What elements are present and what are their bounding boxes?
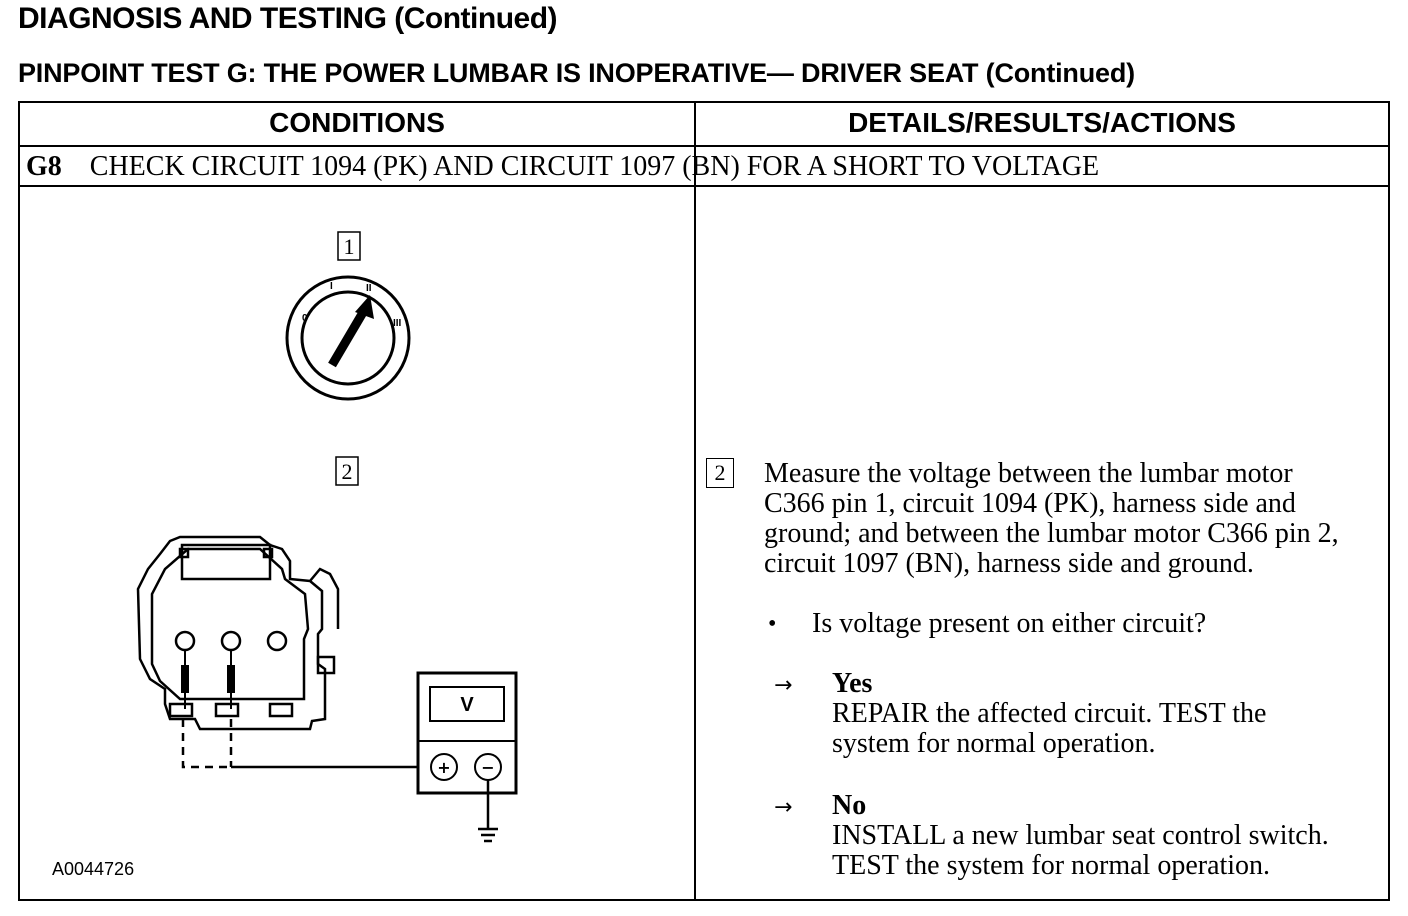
details-callout: 2 <box>706 458 734 488</box>
figure-id: A0044726 <box>52 859 135 879</box>
no-action-line: TEST the system for normal operation. <box>832 850 1271 881</box>
ignition-switch-icon: 0 I II III <box>285 275 411 401</box>
callout-label: 1 <box>344 234 355 259</box>
step-divider <box>20 185 1388 187</box>
page-title: DIAGNOSIS AND TESTING (Continued) <box>18 2 558 35</box>
yes-label: Yes <box>832 668 873 699</box>
no-label: No <box>832 790 867 821</box>
arrow-right-icon: → <box>774 673 793 698</box>
instruction-line: circuit 1097 (BN), harness side and grou… <box>764 548 1254 579</box>
plus-terminal-label: + <box>437 758 450 777</box>
test-probe-icon <box>181 650 235 709</box>
meter-display-label: V <box>460 694 474 716</box>
details-header: DETAILS/RESULTS/ACTIONS <box>848 107 1236 138</box>
ignition-position-label: I <box>330 281 333 292</box>
bullet-icon: • <box>768 611 777 637</box>
instruction-line: ground; and between the lumbar motor C36… <box>764 518 1339 549</box>
pinpoint-table: CONDITIONS DETAILS/RESULTS/ACTIONS G8 CHE… <box>18 101 1390 901</box>
callout-box <box>337 231 361 261</box>
yes-action-line: REPAIR the affected circuit. TEST the <box>832 698 1267 729</box>
ground-icon <box>478 827 498 843</box>
ignition-position-label: III <box>393 318 402 329</box>
header-divider <box>20 145 1388 147</box>
minus-terminal-label: − <box>481 758 494 777</box>
step-row: G8 CHECK CIRCUIT 1094 (PK) AND CIRCUIT 10… <box>26 151 1099 183</box>
instruction-line: Measure the voltage between the lumbar m… <box>764 458 1293 489</box>
harness-wire <box>181 719 233 769</box>
voltmeter-icon: V + − <box>416 671 518 829</box>
callout-box <box>335 456 359 486</box>
ignition-position-label: 0 <box>302 313 308 324</box>
test-title: PINPOINT TEST G: THE POWER LUMBAR IS INO… <box>18 58 1135 88</box>
no-action-line: INSTALL a new lumbar seat control switch… <box>832 820 1329 851</box>
yes-action-line: system for normal operation. <box>832 728 1156 759</box>
conditions-header: CONDITIONS <box>269 107 445 138</box>
ignition-position-label: II <box>366 283 372 294</box>
step-title: CHECK CIRCUIT 1094 (PK) AND CIRCUIT 1097… <box>89 151 1100 182</box>
arrow-right-icon: → <box>774 795 793 820</box>
connector-icon <box>136 535 340 731</box>
callout-label: 2 <box>342 459 353 484</box>
step-id: G8 <box>26 151 62 182</box>
instruction-line: C366 pin 1, circuit 1094 (PK), harness s… <box>764 488 1296 519</box>
test-figure: 1 0 I II III 2 <box>136 231 518 843</box>
column-divider <box>694 103 696 899</box>
question-text: Is voltage present on either circuit? <box>812 608 1207 639</box>
